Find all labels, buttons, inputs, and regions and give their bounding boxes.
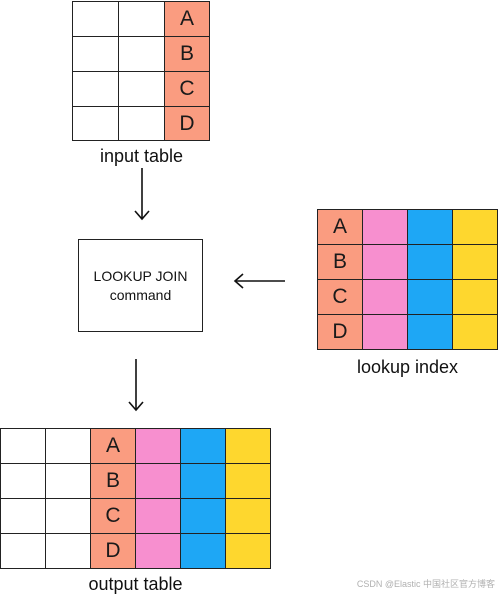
yellow-cell xyxy=(453,210,498,245)
blank-cell xyxy=(119,107,165,141)
key-cell: B xyxy=(318,245,363,280)
key-cell: C xyxy=(165,72,210,107)
blank-cell xyxy=(46,534,91,569)
blank-cell xyxy=(1,534,46,569)
blue-cell xyxy=(408,315,453,350)
pink-cell xyxy=(363,245,408,280)
pink-cell xyxy=(136,534,181,569)
arrow-down-icon xyxy=(128,359,144,412)
blank-cell xyxy=(1,429,46,464)
yellow-cell xyxy=(453,280,498,315)
blank-cell xyxy=(119,37,165,72)
blank-cell xyxy=(46,464,91,499)
blank-cell xyxy=(73,37,119,72)
blue-cell xyxy=(408,280,453,315)
yellow-cell xyxy=(226,429,271,464)
yellow-cell xyxy=(453,315,498,350)
key-cell: C xyxy=(91,499,136,534)
lookup-join-command-box: LOOKUP JOIN command xyxy=(78,239,203,332)
pink-cell xyxy=(136,464,181,499)
key-cell: B xyxy=(165,37,210,72)
key-cell: A xyxy=(91,429,136,464)
blue-cell xyxy=(181,499,226,534)
blue-cell xyxy=(181,464,226,499)
blank-cell xyxy=(73,2,119,37)
blue-cell xyxy=(408,245,453,280)
blank-cell xyxy=(73,72,119,107)
arrow-down-icon xyxy=(134,168,150,221)
pink-cell xyxy=(363,210,408,245)
blue-cell xyxy=(181,429,226,464)
pink-cell xyxy=(363,280,408,315)
blank-cell xyxy=(1,499,46,534)
command-line-1: LOOKUP JOIN xyxy=(93,267,188,284)
blank-cell xyxy=(73,107,119,141)
key-cell: C xyxy=(318,280,363,315)
yellow-cell xyxy=(226,464,271,499)
command-line-2: command xyxy=(109,286,172,303)
blank-cell xyxy=(46,499,91,534)
yellow-cell xyxy=(226,534,271,569)
pink-cell xyxy=(363,315,408,350)
key-cell: D xyxy=(318,315,363,350)
blue-cell xyxy=(181,534,226,569)
yellow-cell xyxy=(453,245,498,280)
arrow-left-icon xyxy=(233,273,285,289)
key-cell: A xyxy=(318,210,363,245)
key-cell: B xyxy=(91,464,136,499)
lookup-index-label: lookup index xyxy=(356,357,459,377)
key-cell: D xyxy=(165,107,210,141)
yellow-cell xyxy=(226,499,271,534)
pink-cell xyxy=(136,499,181,534)
watermark: CSDN @Elastic 中国社区官方博客 xyxy=(356,579,495,589)
output-table-label: output table xyxy=(88,574,183,594)
blank-cell xyxy=(46,429,91,464)
input-table-label: input table xyxy=(99,146,184,166)
blank-cell xyxy=(1,464,46,499)
blank-cell xyxy=(119,2,165,37)
pink-cell xyxy=(136,429,181,464)
blue-cell xyxy=(408,210,453,245)
key-cell: A xyxy=(165,2,210,37)
blank-cell xyxy=(119,72,165,107)
key-cell: D xyxy=(91,534,136,569)
